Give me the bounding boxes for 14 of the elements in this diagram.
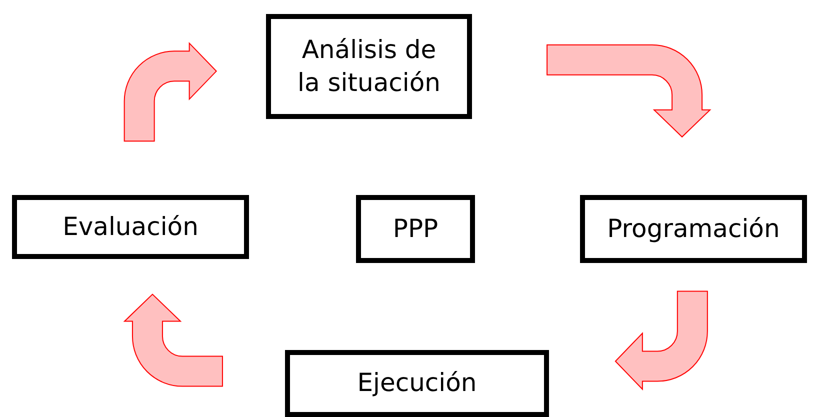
curved-block-arrow: [124, 42, 217, 142]
process-box: [580, 195, 807, 263]
box-label: Programación: [607, 212, 780, 245]
process-box: [356, 195, 475, 263]
box-label: PPP: [392, 212, 438, 245]
curved-block-arrow: [124, 294, 223, 387]
box-label: Análisis de la situación: [296, 34, 442, 98]
process-box: [285, 350, 549, 417]
process-box: [12, 195, 249, 259]
box-label: Ejecución: [357, 367, 477, 400]
curved-block-arrow: [546, 44, 711, 138]
curved-block-arrow: [614, 290, 708, 390]
box-label: Evaluación: [62, 210, 198, 243]
process-box: [266, 14, 472, 119]
